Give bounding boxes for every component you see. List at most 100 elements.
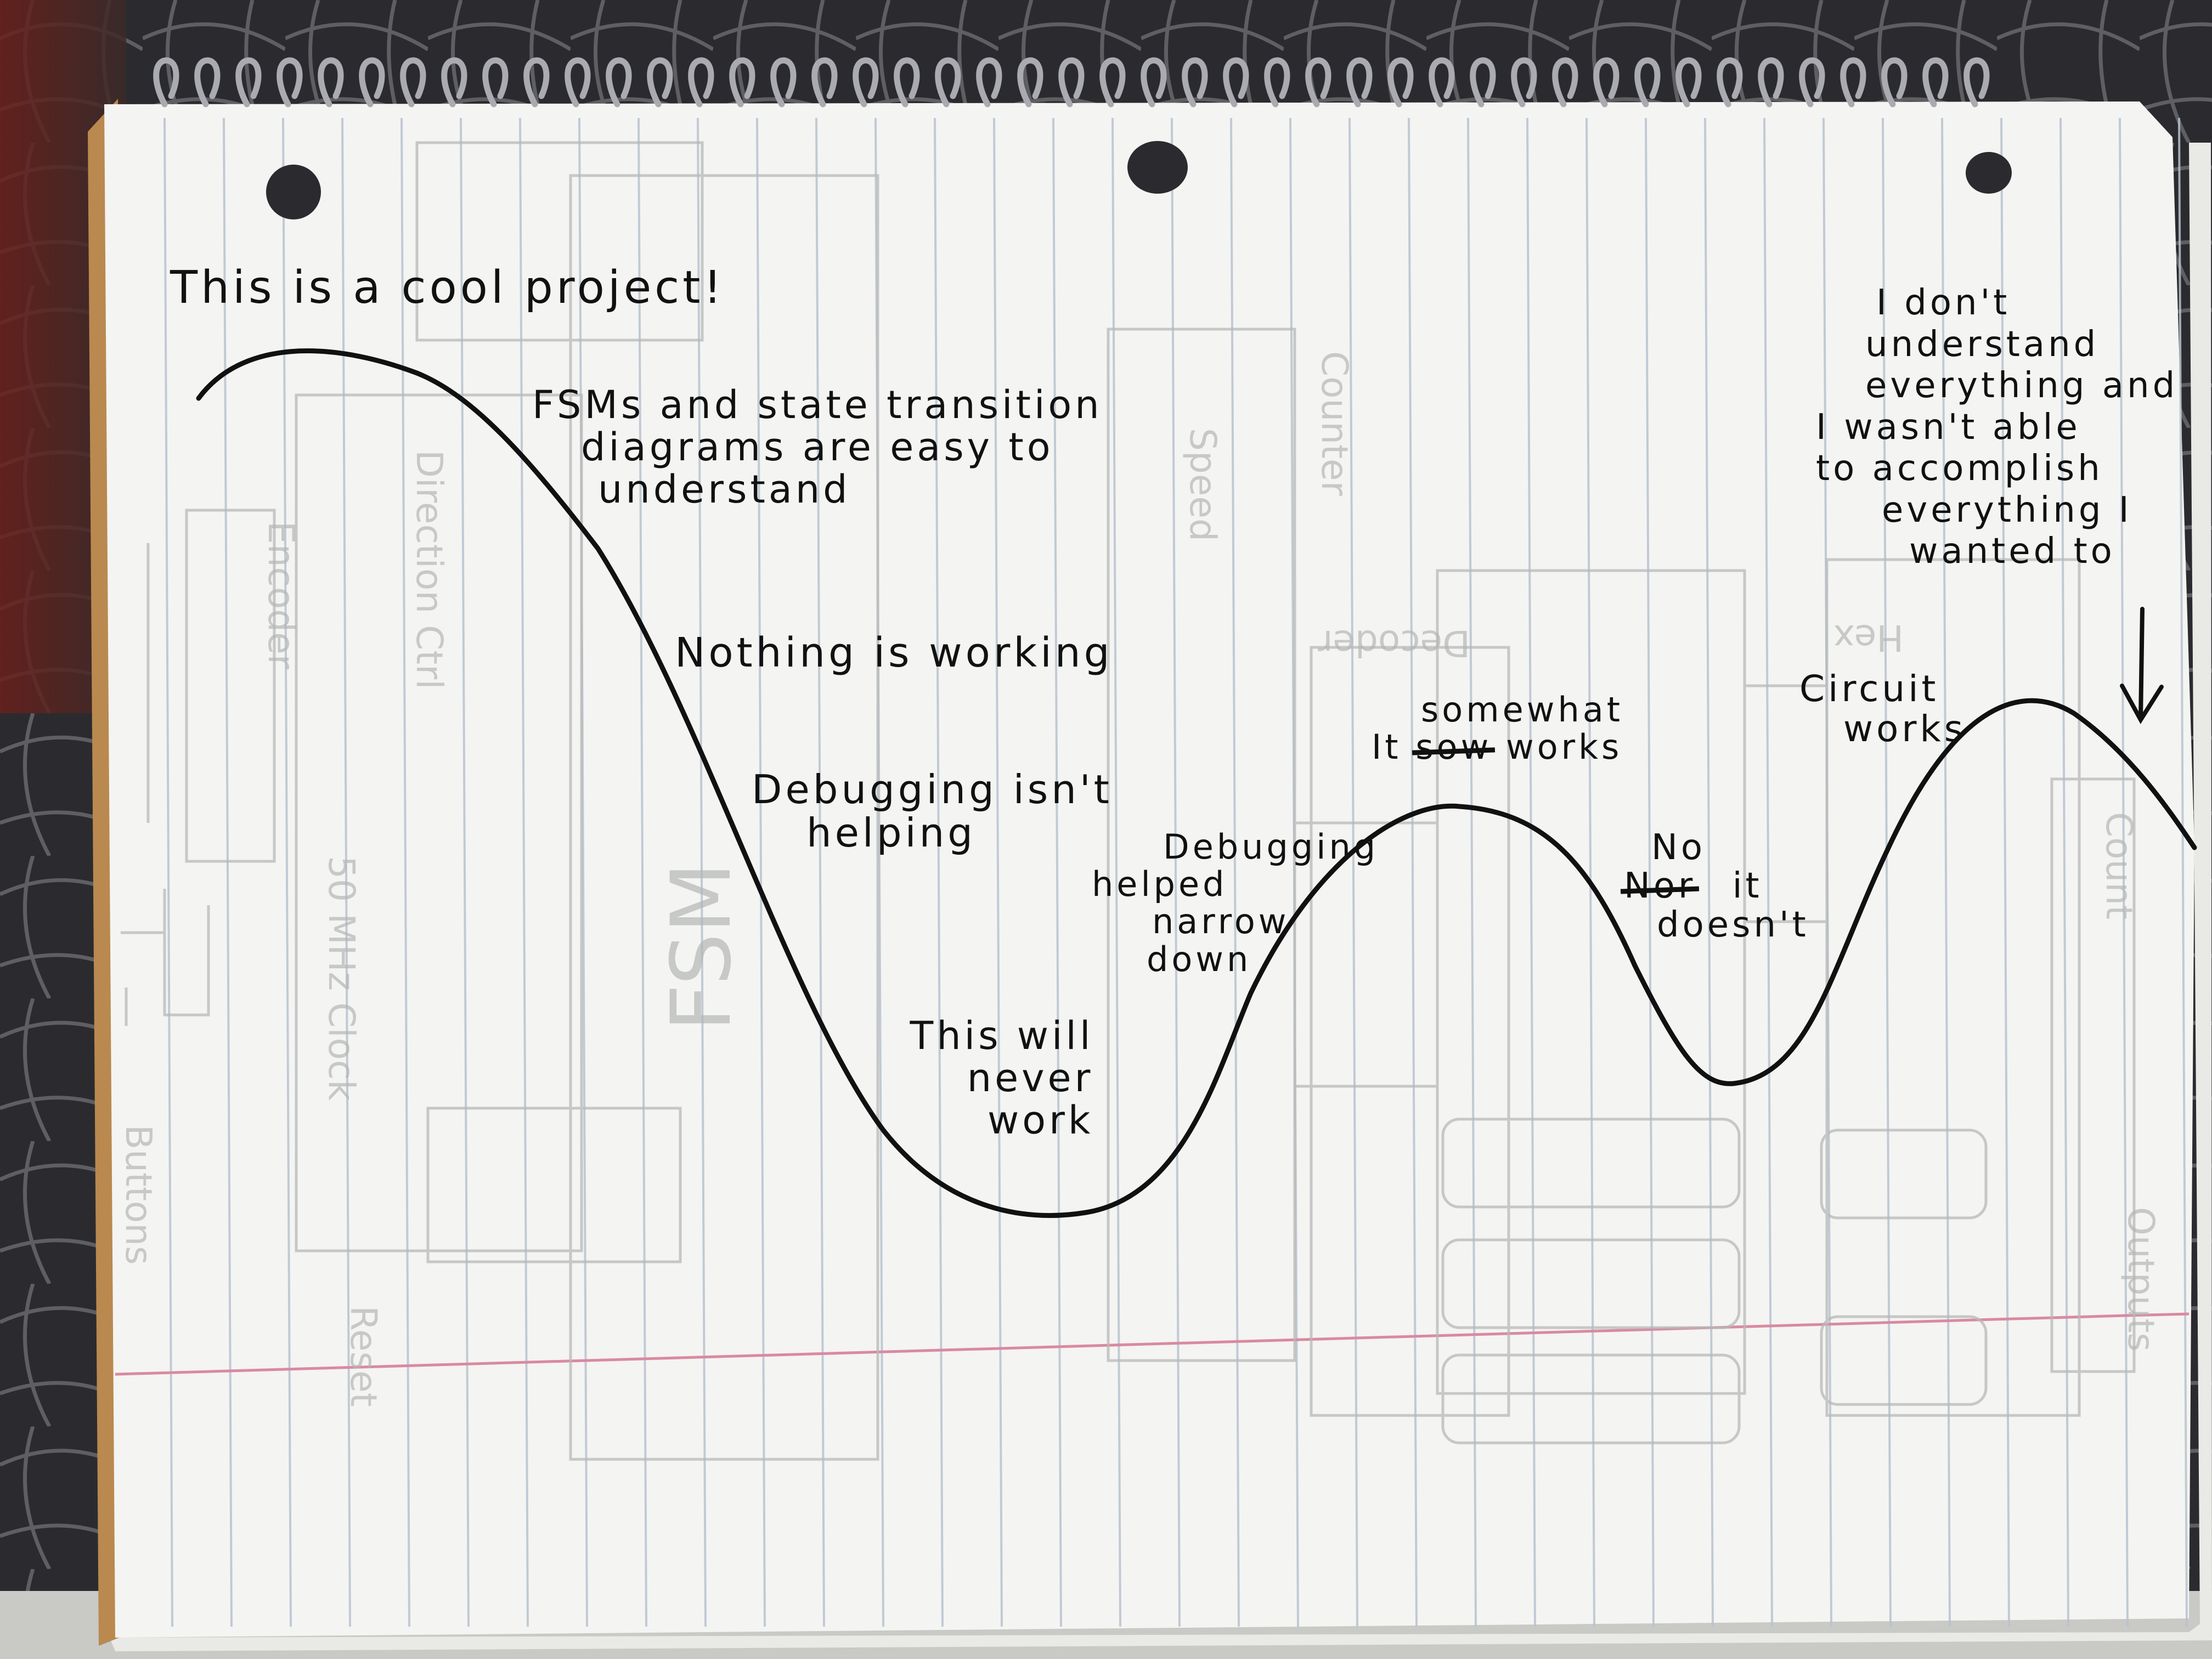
note-no-it: it (1732, 866, 1763, 907)
spiral-binding (153, 57, 1990, 108)
rule-line (2059, 117, 2069, 1627)
spiral-coil (1511, 57, 1537, 108)
note-no-line-1: No (1651, 827, 1706, 868)
spiral-coil (235, 57, 262, 108)
rule-line (163, 117, 173, 1627)
spiral-coil (400, 57, 426, 108)
spiral-coil (1634, 57, 1661, 108)
note-final-line-1: I don't (1876, 283, 2011, 323)
rule-line (1052, 117, 1062, 1627)
spiral-coil (1552, 57, 1578, 108)
rule-line (1704, 117, 1714, 1627)
spiral-coil (482, 57, 509, 108)
pencil-label-hex: Hex (1833, 617, 1904, 659)
rule-line (1408, 117, 1418, 1627)
note-debug-not-helping: Debugging isn't helping (752, 768, 1113, 855)
down-arrow-icon (2120, 607, 2164, 724)
spiral-coil (194, 57, 221, 108)
pencil-underlay-labels: Buttons Encoder Direction Ctrl 50 MHz Cl… (117, 351, 2162, 1407)
rule-line (282, 117, 292, 1627)
rule-line (2119, 117, 2129, 1627)
spiral-coil (1058, 57, 1085, 108)
note-fsm: FSMs and state transition diagrams are e… (532, 384, 1103, 511)
spiral-coil (1141, 57, 1167, 108)
rule-line (1763, 117, 1773, 1627)
notebook-page (104, 101, 2194, 1638)
rule-line (460, 117, 470, 1627)
spiral-coil (1223, 57, 1249, 108)
pencil-label-direction: Direction Ctrl (408, 450, 450, 690)
pencil-label-outputs: Outputs (2120, 1207, 2162, 1352)
note-never-line-1: This will (910, 1013, 1094, 1058)
note-helped-line-3: narrow (1152, 901, 1290, 942)
spiral-coil (1429, 57, 1455, 108)
note-debug-not-line-2: helping (806, 810, 976, 856)
rule-line (2000, 117, 2010, 1627)
note-final-line-6: everything I (1882, 489, 2132, 531)
spiral-coil (1758, 57, 1784, 108)
spiral-coil (1470, 57, 1496, 108)
rule-line (341, 117, 351, 1627)
spiral-coil (688, 57, 714, 108)
pencil-label-fsm: FSM (654, 862, 749, 1031)
note-somewhat-line-1: somewhat (1421, 690, 1624, 730)
note-helped-line-1: Debugging (1163, 827, 1379, 867)
spiral-coil (1182, 57, 1208, 108)
pencil-label-encoder: Encoder (260, 521, 302, 670)
rule-line (1526, 117, 1536, 1627)
spiral-coil (853, 57, 879, 108)
rule-line (934, 117, 944, 1627)
note-never-line-2: never (967, 1056, 1094, 1101)
spiral-coil (1264, 57, 1290, 108)
spiral-coil (565, 57, 591, 108)
note-debug-helped: Debugging helped narrow down (1092, 828, 1379, 978)
rule-line (578, 117, 588, 1627)
spiral-coil (811, 57, 838, 108)
spiral-coil (935, 57, 961, 108)
spiral-coil (441, 57, 467, 108)
rule-line (2178, 117, 2188, 1627)
punch-holes (266, 141, 2012, 219)
rule-line (1467, 117, 1477, 1627)
note-fsm-line-2: diagrams are easy to (580, 425, 1054, 470)
rule-line (1230, 117, 1240, 1627)
rule-line (637, 117, 647, 1627)
note-somewhat-works: works (1506, 727, 1623, 768)
note-fsm-line-3: understand (598, 467, 851, 512)
spiral-coil (1881, 57, 1908, 108)
note-never-work: This will never work (883, 1015, 1093, 1142)
rule-line (1941, 117, 1951, 1627)
note-circuit-works: Circuit works (1799, 669, 1966, 749)
spiral-coil (606, 57, 632, 108)
note-somewhat-crossed-out: sow (1415, 727, 1492, 768)
rule-line (756, 117, 766, 1627)
rule-line (1171, 117, 1181, 1627)
rule-line (519, 117, 529, 1627)
rule-line (697, 117, 707, 1627)
spiral-coil (1305, 57, 1331, 108)
spiral-coil (1675, 57, 1702, 108)
note-somewhat-it: It (1372, 727, 1402, 768)
note-fsm-line-1: FSMs and state transition (532, 382, 1103, 427)
spiral-coil (1593, 57, 1620, 108)
punch-hole-middle (1127, 141, 1188, 194)
pencil-label-speed: Speed (1182, 428, 1224, 541)
spiral-coil (1017, 57, 1043, 108)
punch-hole-left (266, 165, 321, 219)
note-never-line-3: work (988, 1098, 1094, 1143)
rule-line (815, 117, 825, 1627)
note-debug-not-line-1: Debugging isn't (752, 766, 1113, 812)
note-start-line: This is a cool project! (170, 262, 725, 314)
note-no-it-doesnt: No Nor it doesn't (1624, 827, 1809, 945)
spiral-coil (1099, 57, 1126, 108)
note-nothing-line: Nothing is working (675, 629, 1113, 676)
pencil-label-reset: Reset (342, 1306, 385, 1407)
spiral-coil (894, 57, 920, 108)
spiral-coil (976, 57, 1002, 108)
note-no-crossed-out: Nor (1624, 866, 1696, 907)
rule-line (1585, 117, 1595, 1627)
spiral-coil (153, 57, 179, 108)
spiral-coil (318, 57, 344, 108)
